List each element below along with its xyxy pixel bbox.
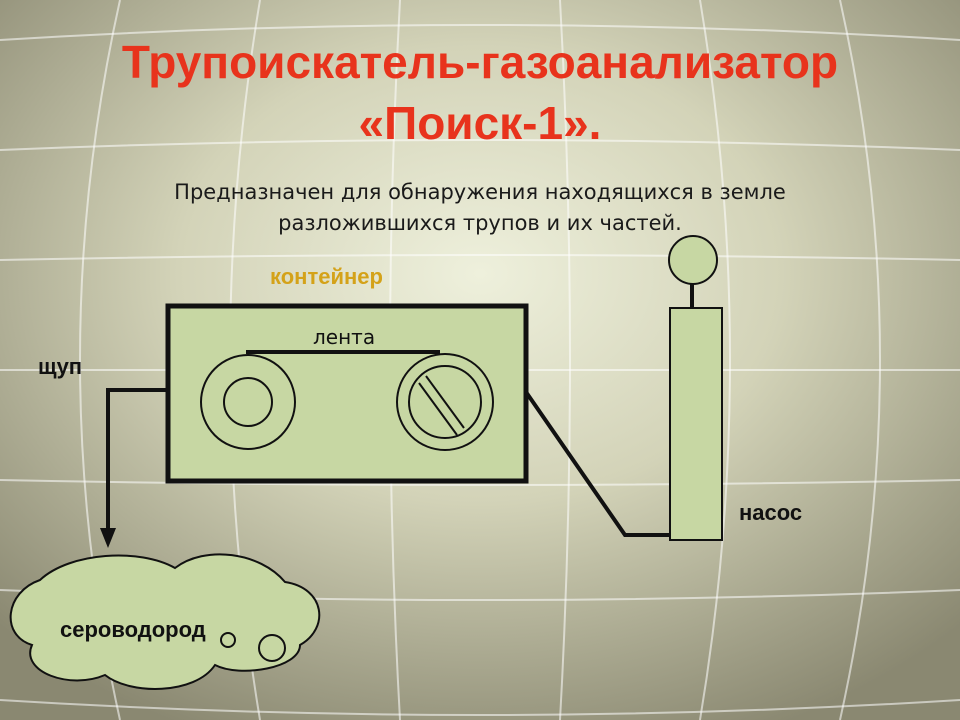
pump-body <box>669 307 723 541</box>
container-box <box>165 303 529 484</box>
container-label: контейнер <box>270 264 383 289</box>
left-reel <box>200 354 296 450</box>
page-title-line-2: «Поиск-1». <box>358 97 602 149</box>
gas-bubble <box>220 632 236 648</box>
description-line-2: разложившихся трупов и их частей. <box>278 211 682 235</box>
description-line-1: Предназначен для обнаружения находящихся… <box>174 180 786 204</box>
gas-label: сероводород <box>60 617 206 642</box>
pump-handle <box>668 235 718 285</box>
tape-label: лента <box>313 325 376 349</box>
probe-arrow-head <box>100 528 116 548</box>
pump-hose <box>524 390 670 537</box>
page-title-line-1: Трупоискатель-газоанализатор <box>121 36 839 88</box>
right-reel <box>396 353 494 451</box>
probe-tube <box>106 388 170 530</box>
gas-cloud <box>9 553 321 690</box>
gas-bubble <box>258 634 286 662</box>
pump-label: насос <box>739 500 803 525</box>
probe-label: щуп <box>38 354 83 379</box>
